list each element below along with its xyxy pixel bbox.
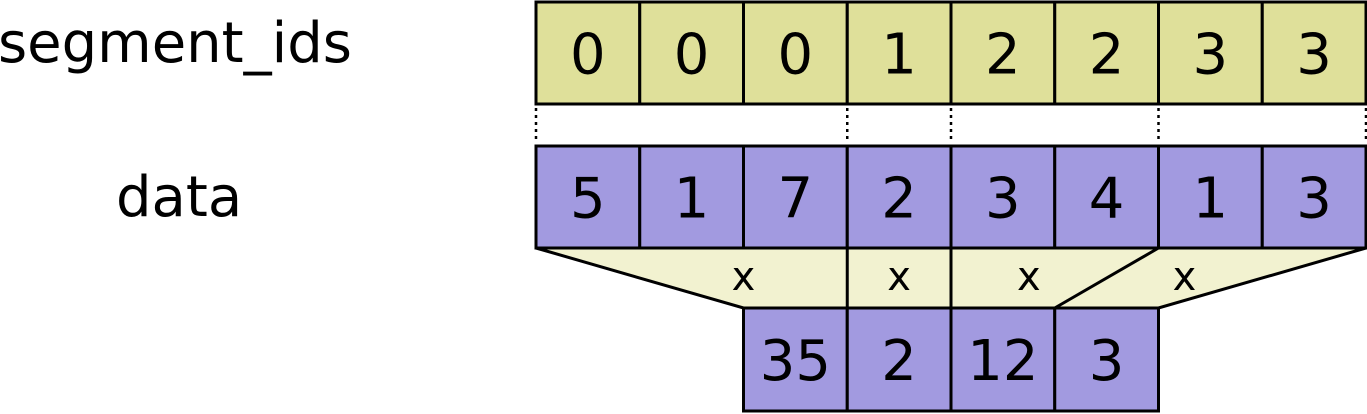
segment-id-cell <box>845 0 953 106</box>
segment-id-cell <box>1053 0 1160 106</box>
segment-id-cell <box>534 0 642 106</box>
result-cell <box>845 306 953 413</box>
segment-id-value: 3 <box>1193 23 1229 88</box>
data-value: 3 <box>1296 167 1332 232</box>
segment-id-value: 3 <box>1296 23 1332 88</box>
data-value: 1 <box>674 167 710 232</box>
data-cell <box>949 144 1057 250</box>
result-value: 3 <box>1089 329 1125 394</box>
result-value: 2 <box>881 329 917 394</box>
segment-id-value: 2 <box>1089 23 1125 88</box>
multiply-operator: x <box>1017 254 1041 300</box>
group-separator-line <box>1053 246 1160 310</box>
data-cell <box>1053 144 1160 250</box>
segment-id-value: 0 <box>674 23 710 88</box>
data-value: 3 <box>985 167 1021 232</box>
data-value: 4 <box>1089 167 1125 232</box>
multiply-operator: x <box>1173 254 1197 300</box>
data-value: 5 <box>570 167 606 232</box>
data-cell <box>845 144 953 250</box>
data-cell <box>742 144 849 250</box>
segment-id-cell <box>1157 0 1264 106</box>
segment-id-cell <box>742 0 849 106</box>
result-cell <box>742 306 849 413</box>
segment-id-cell <box>949 0 1057 106</box>
result-cell <box>949 306 1057 413</box>
segment-id-value: 0 <box>570 23 606 88</box>
result-cell <box>1053 306 1160 413</box>
segment-id-value: 0 <box>778 23 814 88</box>
data-label: data <box>116 165 243 230</box>
result-value: 12 <box>967 329 1038 394</box>
data-value: 2 <box>881 167 917 232</box>
result-value: 35 <box>760 329 831 394</box>
segment-id-cell <box>1260 0 1367 106</box>
data-value: 1 <box>1193 167 1229 232</box>
segment-id-value: 1 <box>881 23 917 88</box>
segment-ids-label: segment_ids <box>0 11 352 76</box>
multiply-operator: x <box>732 254 756 300</box>
data-value: 7 <box>778 167 814 232</box>
data-cell <box>534 144 642 250</box>
multiply-operator: x <box>887 254 911 300</box>
segment-id-value: 2 <box>985 23 1021 88</box>
data-cell <box>1260 144 1367 250</box>
